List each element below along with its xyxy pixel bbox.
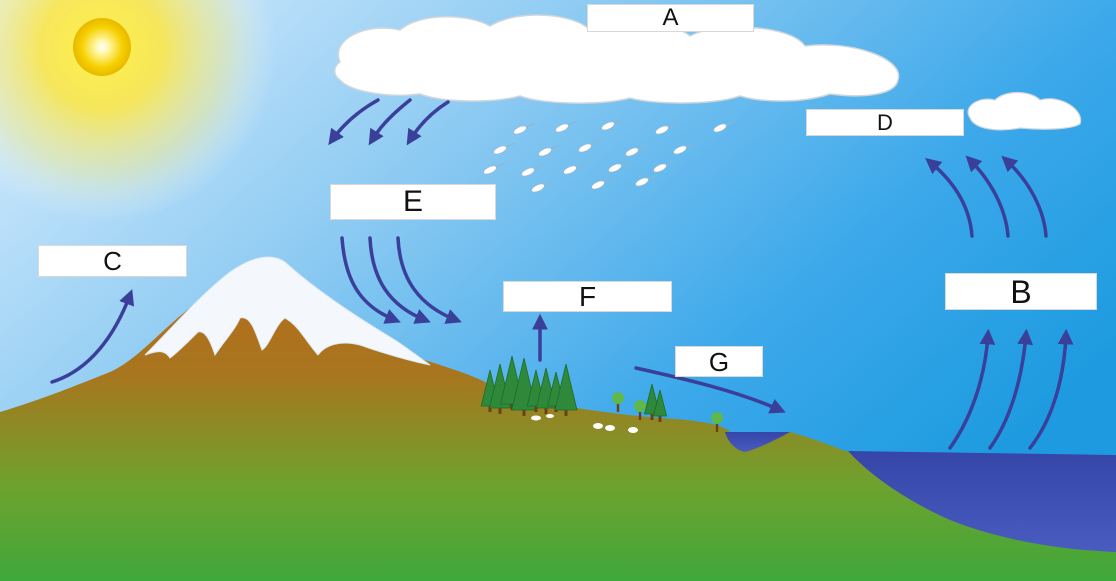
arrow-icon-b-3	[1028, 328, 1074, 450]
tree-icon	[634, 400, 646, 420]
sea	[848, 451, 1116, 552]
arrow-icon-b-2	[988, 328, 1034, 450]
arrow-icon-cloud-3	[406, 100, 450, 146]
arrow-icon-d-1	[925, 157, 974, 238]
arrow-icon-b-1	[948, 328, 996, 450]
label-b: B	[945, 273, 1097, 310]
tree-group	[480, 355, 723, 432]
arrow-icon-e-3	[396, 236, 462, 324]
arrow-icon-cloud-1	[328, 98, 380, 146]
stones	[531, 414, 638, 433]
label-e: E	[330, 184, 496, 220]
arrow-icon-cloud-2	[368, 98, 412, 146]
rain-drops-icon	[483, 118, 735, 193]
cloud-icon-small	[967, 91, 1082, 131]
arrow-icon-d-2	[965, 155, 1010, 238]
lake	[725, 432, 790, 452]
label-c: C	[38, 245, 187, 277]
arrow-icon-c	[50, 289, 135, 384]
mountain-snow	[144, 256, 431, 366]
sun-icon	[0, 0, 277, 223]
tree-icon	[554, 363, 578, 416]
arrow-icon-e-1	[340, 236, 401, 324]
tree-icon	[652, 389, 668, 422]
arrow-icon-d-3	[1001, 155, 1048, 238]
arrow-icon-e-2	[368, 236, 431, 324]
cloud-icon	[334, 14, 900, 104]
label-f: F	[503, 281, 672, 312]
tree-icon	[711, 412, 723, 432]
tree-icon	[612, 392, 624, 412]
ground	[0, 264, 1116, 581]
label-a: A	[587, 4, 754, 32]
arrow-icon-g	[634, 366, 786, 414]
label-d: D	[806, 109, 964, 136]
label-g: G	[675, 346, 763, 377]
